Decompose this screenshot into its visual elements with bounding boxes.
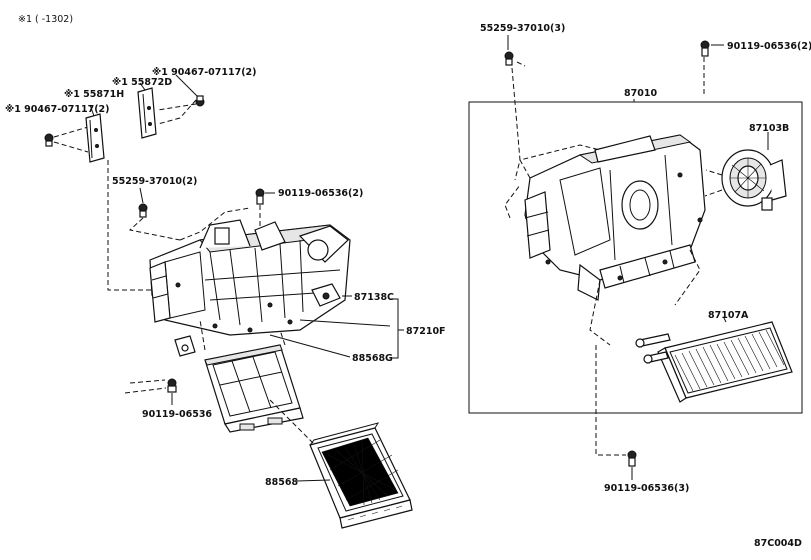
bracket-55871h[interactable] xyxy=(85,113,105,163)
heater-unit-left[interactable] xyxy=(149,219,351,357)
label-90119-topright: 90119-06536(2) xyxy=(727,41,811,52)
label-87138c: 87138C xyxy=(354,292,394,303)
screw-55259-top[interactable] xyxy=(504,51,514,66)
sensor-87138c[interactable] xyxy=(311,283,341,307)
label-87210f: 87210F xyxy=(406,326,446,337)
label-88568: 88568 xyxy=(265,477,298,488)
label-90467-top: ※1 90467-07117(2) xyxy=(152,67,257,78)
label-55871h: ※1 55871H xyxy=(64,89,124,100)
label-88568g: 88568G xyxy=(352,353,393,364)
bracket-55872d[interactable] xyxy=(137,87,157,139)
label-87103b: 87103B xyxy=(749,123,789,134)
bolt-90119-bottom[interactable] xyxy=(627,450,637,467)
clip-90467-left[interactable] xyxy=(44,133,54,147)
filter-frame-88568g[interactable] xyxy=(204,344,304,433)
header-note: ※1 ( -1302) xyxy=(18,14,73,25)
label-87107a: 87107A xyxy=(708,310,749,321)
bolt-90119-left[interactable] xyxy=(167,378,177,393)
label-90119-mid: 90119-06536(2) xyxy=(278,188,363,199)
screw-55259-left[interactable] xyxy=(138,203,148,218)
label-87010: 87010 xyxy=(624,88,657,99)
diagram-code: 87C004D xyxy=(754,538,802,549)
filter-88568[interactable] xyxy=(309,422,413,529)
assembly-box-87010 xyxy=(468,101,803,414)
bolt-90119-topright[interactable] xyxy=(700,40,710,57)
label-55259-top: 55259-37010(3) xyxy=(480,23,565,34)
bolt-90119-mid[interactable] xyxy=(255,188,265,205)
housing-87010[interactable] xyxy=(524,134,706,301)
label-90467-left: ※1 90467-07117(2) xyxy=(5,104,110,115)
label-55259-left: 55259-37010(2) xyxy=(112,176,197,187)
heater-core-87107a[interactable] xyxy=(635,321,793,403)
label-90119-bottom: 90119-06536(3) xyxy=(604,483,689,494)
blower-motor-87103b[interactable] xyxy=(721,149,787,211)
clip-90467-top[interactable] xyxy=(195,95,205,107)
label-90119-left: 90119-06536 xyxy=(142,409,212,420)
label-55872d: ※1 55872D xyxy=(112,77,172,88)
